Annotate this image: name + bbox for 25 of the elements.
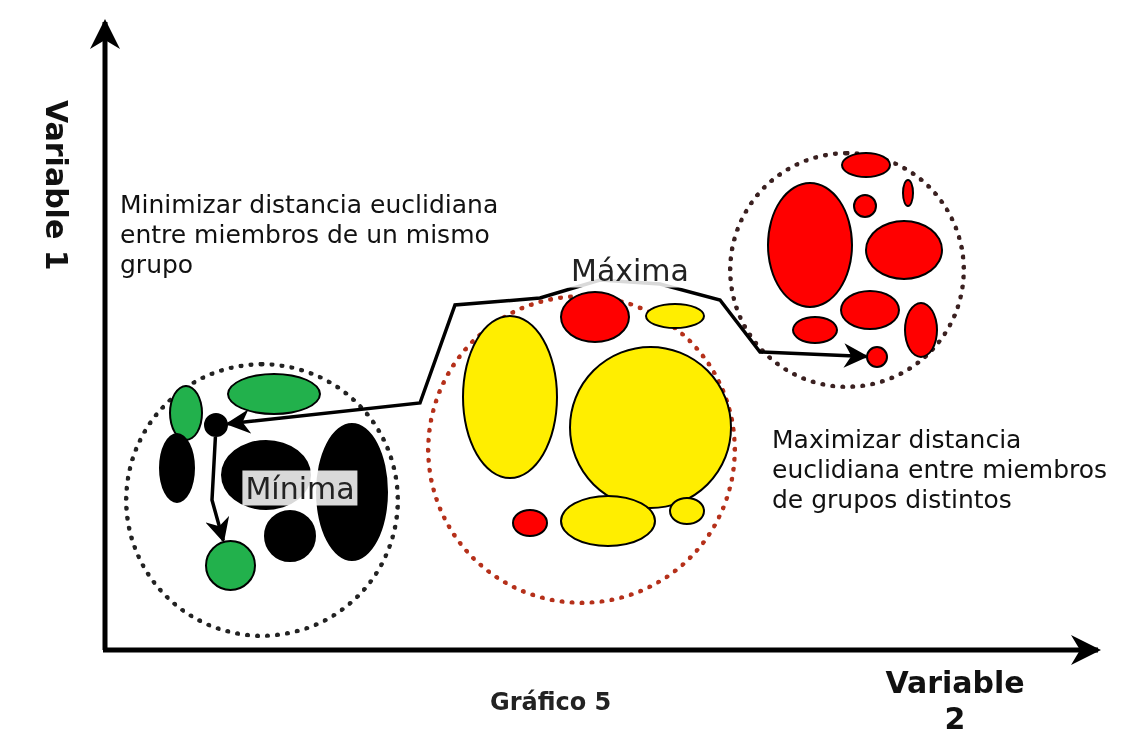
edge-label: Mínima xyxy=(242,470,358,506)
annotation-text: Minimizar distancia euclidiana entre miembros de un mismo grupo xyxy=(120,190,500,280)
data-point-circle xyxy=(853,194,877,218)
data-point-ellipse xyxy=(902,179,914,207)
data-point-circle xyxy=(264,510,316,562)
data-point-ellipse xyxy=(669,497,705,525)
y-axis-title: Variable 1 xyxy=(38,100,74,273)
data-point-ellipse xyxy=(904,302,938,358)
data-point-ellipse xyxy=(227,373,321,415)
data-point-ellipse xyxy=(560,291,630,343)
cluster-circle xyxy=(728,151,966,389)
cluster-circle xyxy=(425,293,737,605)
data-point-ellipse xyxy=(159,433,195,503)
data-point-ellipse xyxy=(841,152,891,178)
data-point-ellipse xyxy=(792,316,838,344)
data-point-ellipse xyxy=(645,303,705,329)
caption: Gráfico 5 xyxy=(490,688,612,716)
data-point-circle xyxy=(866,346,888,368)
data-point-ellipse xyxy=(840,290,900,330)
data-point-circle xyxy=(204,413,228,437)
arrow xyxy=(205,436,230,543)
data-point-ellipse xyxy=(512,509,548,537)
x-axis-title: Variable 2 xyxy=(884,665,1026,737)
annotation-text: Maximizar distancia euclidiana entre miembros de grupos distintos xyxy=(772,425,1109,515)
data-point-ellipse xyxy=(169,385,203,441)
